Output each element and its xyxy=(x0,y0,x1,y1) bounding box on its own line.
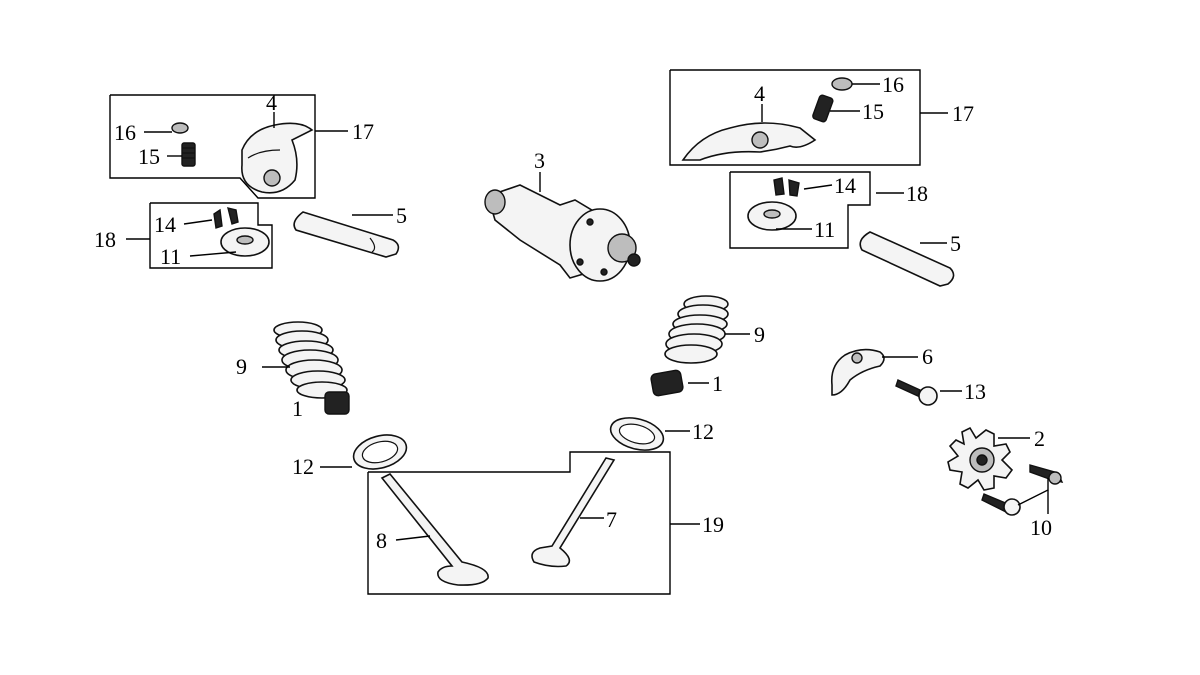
label-7: 7 xyxy=(606,507,617,532)
group-box-17-left xyxy=(109,94,316,199)
label-3: 3 xyxy=(534,148,545,173)
group-box-19 xyxy=(367,451,671,595)
label-2: 2 xyxy=(1034,426,1045,451)
label-17-left: 17 xyxy=(352,119,374,144)
adjuster-screw-right xyxy=(812,94,834,123)
valve-cotters-right xyxy=(773,177,800,197)
label-14-right: 14 xyxy=(834,173,856,198)
label-8: 8 xyxy=(376,528,387,553)
label-19: 19 xyxy=(702,512,724,537)
rocker-arm-left xyxy=(241,122,314,194)
lock-nut-right xyxy=(831,77,853,91)
camshaft xyxy=(484,184,641,282)
group-box-18-right xyxy=(729,171,871,249)
sprocket-bolts xyxy=(981,464,1064,516)
label-4-right: 4 xyxy=(754,81,765,106)
label-1-right: 1 xyxy=(712,371,723,396)
label-18-left: 18 xyxy=(94,227,116,252)
label-5-right: 5 xyxy=(950,231,961,256)
label-12-left: 12 xyxy=(292,454,314,479)
valve-stem-seal-right xyxy=(650,369,684,397)
label-6: 6 xyxy=(922,344,933,369)
intake-valve xyxy=(531,457,616,568)
label-9-right: 9 xyxy=(754,322,765,347)
label-5-left: 5 xyxy=(396,203,407,228)
label-10: 10 xyxy=(1030,515,1052,540)
label-15-right: 15 xyxy=(862,99,884,124)
label-14-left: 14 xyxy=(154,212,176,237)
cam-sprocket xyxy=(947,426,1014,491)
label-13: 13 xyxy=(964,379,986,404)
spring-retainer-right xyxy=(747,201,797,231)
exhaust-valve xyxy=(380,472,489,586)
group-box-17-right xyxy=(669,69,921,166)
valve-stem-seal-left xyxy=(324,391,350,415)
valve-spring-right xyxy=(664,295,729,364)
adjuster-screw-left xyxy=(181,142,196,167)
rocker-shaft-left xyxy=(293,211,400,258)
label-11-right: 11 xyxy=(814,217,835,242)
valve-spring-left xyxy=(273,321,348,399)
label-12-right: 12 xyxy=(692,419,714,444)
washer-right xyxy=(609,417,665,451)
rocker-arm-right xyxy=(681,122,817,161)
label-4-left: 4 xyxy=(266,90,277,115)
spring-retainer-left xyxy=(220,227,270,257)
label-16-right: 16 xyxy=(882,72,904,97)
group-box-18-left xyxy=(149,202,273,269)
label-1-left: 1 xyxy=(292,396,303,421)
lock-nut-left xyxy=(171,122,189,134)
label-18-right: 18 xyxy=(906,181,928,206)
label-11-left: 11 xyxy=(160,244,181,269)
label-17-right: 17 xyxy=(952,101,974,126)
label-16-left: 16 xyxy=(114,120,136,145)
label-9-left: 9 xyxy=(236,354,247,379)
valve-cotters-left xyxy=(213,207,239,229)
label-15-left: 15 xyxy=(138,144,160,169)
callout-labels: 16 15 4 17 14 18 11 5 3 16 15 4 17 14 18… xyxy=(94,72,1052,553)
washer-left xyxy=(352,434,408,470)
rocker-shaft-right xyxy=(859,231,955,287)
tensioner-arm xyxy=(830,348,885,396)
bolt-13 xyxy=(895,379,938,406)
